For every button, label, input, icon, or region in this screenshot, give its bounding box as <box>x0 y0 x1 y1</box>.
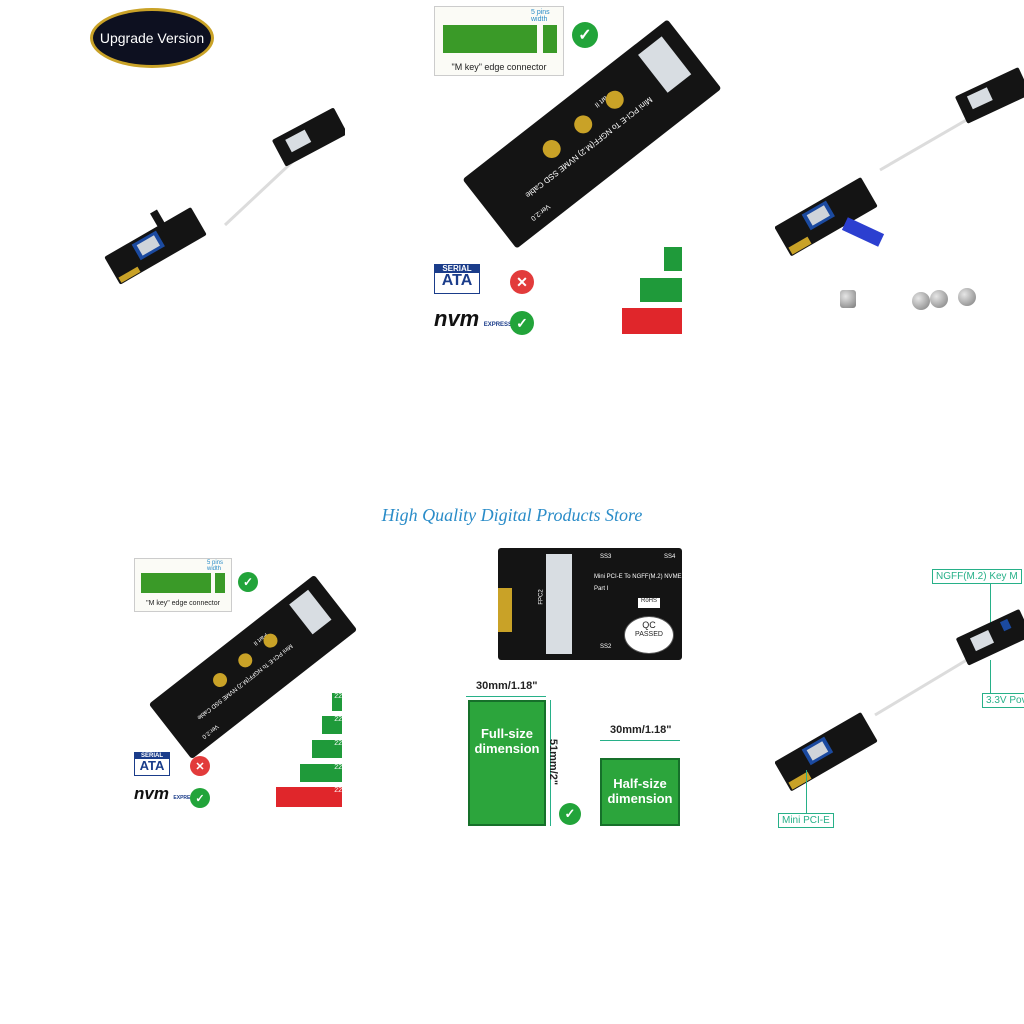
board-part: Part I <box>594 586 609 592</box>
screw-icon <box>930 290 948 308</box>
half-size-width: 30mm/1.18" <box>610 724 672 736</box>
mounting-hole <box>602 87 628 113</box>
full-size-label: Full-size dimension <box>474 726 540 756</box>
half-size-card: Half-size dimension <box>600 758 680 826</box>
m-key-edge-graphic <box>141 573 211 593</box>
size-bar <box>664 247 682 271</box>
dimension-line <box>550 700 551 826</box>
callout-line <box>990 660 991 693</box>
pins-width-note: 5 pins width <box>531 9 550 23</box>
ss-label: SS3 <box>600 554 612 560</box>
nvm-express-logo: nvm EXPRESS <box>434 306 512 332</box>
size-bar: 22 <box>332 693 342 711</box>
badge-text: Upgrade Version <box>99 30 205 46</box>
m2-slot <box>638 36 692 93</box>
power-tag: 3.3V Pov <box>982 693 1024 708</box>
m-key-connector-box: 5 pins width "M key" edge connector <box>434 6 564 76</box>
full-size-height: 51mm/2" <box>547 738 560 786</box>
store-title: High Quality Digital Products Store <box>381 505 643 525</box>
screw-icon <box>958 288 976 306</box>
size-bar-red <box>622 308 682 334</box>
nvm-logo-text: nvm <box>434 306 480 331</box>
m-key-edge-graphic-right <box>543 25 557 53</box>
m2-slot <box>289 589 332 635</box>
board-version: Ver:2.0 <box>529 202 551 222</box>
cable-adapter-image-1 <box>104 108 345 284</box>
nvm-logo-text: nvm <box>134 784 169 803</box>
full-size-width: 30mm/1.18" <box>476 680 538 692</box>
mini-pcie-board: FPC2 Mini PCI-E To NGFF(M.2) NVME SSD Ca… <box>498 548 708 660</box>
half-size-label: Half-size dimension <box>607 776 673 806</box>
nvm-express-logo: nvm EXPRESS <box>134 784 197 804</box>
standoff-icon <box>840 290 856 308</box>
mounting-hole <box>570 111 596 138</box>
fpc-connector <box>546 554 572 654</box>
check-icon: ✓ <box>238 572 258 592</box>
mounting-hole <box>235 650 256 671</box>
mini-pcie-tag: Mini PCI-E <box>778 813 834 828</box>
check-icon: ✓ <box>559 803 581 825</box>
board-title: Mini PCI-E To NGFF(M.2) NVME SSD Cab <box>594 574 709 580</box>
m-key-edge-graphic <box>443 25 537 53</box>
sata-logo-main: ATA <box>441 272 473 289</box>
ngff-key-m-tag: NGFF(M.2) Key M <box>932 569 1022 584</box>
size-bar: 22 <box>300 764 342 782</box>
screw-icon <box>912 292 930 310</box>
serial-ata-logo: SERIAL ATA <box>434 264 480 294</box>
check-icon: ✓ <box>190 788 210 808</box>
nvm-logo-sub: EXPRESS <box>173 795 198 801</box>
size-bar-red: 22 <box>276 787 342 807</box>
dimension-line <box>466 696 546 697</box>
sata-logo-top: SERIAL <box>135 753 169 759</box>
pins-width-note: 5 pins width <box>207 560 224 572</box>
check-icon: ✓ <box>572 22 598 48</box>
mounting-hole <box>539 136 565 162</box>
check-icon: ✓ <box>510 311 534 335</box>
gold-edge-contacts <box>498 588 512 632</box>
sata-logo-main: ATA <box>139 758 165 773</box>
qc-passed-text: PASSED <box>635 630 663 638</box>
board-version: Ver:2.0 <box>200 722 220 740</box>
callout-line <box>990 584 991 634</box>
m-key-edge-graphic-right <box>215 573 225 593</box>
m-key-connector-box: 5 pins width "M key" edge connector <box>134 558 232 612</box>
m-key-connector-label: "M key" edge connector <box>146 600 220 607</box>
mounting-hole <box>210 670 230 690</box>
nvm-logo-sub: EXPRESS <box>483 322 513 328</box>
ss-label: SS4 <box>664 554 676 560</box>
upgrade-version-badge: Upgrade Version <box>90 8 214 68</box>
sata-logo-top: SERIAL <box>435 265 479 273</box>
qc-passed-sticker: QC PASSED <box>624 616 674 654</box>
ss-label: SS2 <box>600 644 612 650</box>
cable-adapter-image-3 <box>775 609 1024 791</box>
dimension-line <box>600 740 680 741</box>
full-size-card: Full-size dimension <box>468 700 546 826</box>
cross-icon: ✕ <box>190 756 210 776</box>
size-bar <box>640 278 682 302</box>
rohs-label: RoHS <box>638 598 660 608</box>
size-bar: 22 <box>322 716 342 734</box>
size-bar: 22 <box>312 740 342 758</box>
cross-icon: ✕ <box>510 270 534 294</box>
qc-text: QC <box>642 620 656 630</box>
m-key-connector-label: "M key" edge connector <box>451 62 547 72</box>
cable-adapter-image-2 <box>775 67 1024 256</box>
fpc-label: FPC2 <box>538 589 545 605</box>
callout-line <box>806 770 807 814</box>
serial-ata-logo: SERIAL ATA <box>134 752 170 776</box>
